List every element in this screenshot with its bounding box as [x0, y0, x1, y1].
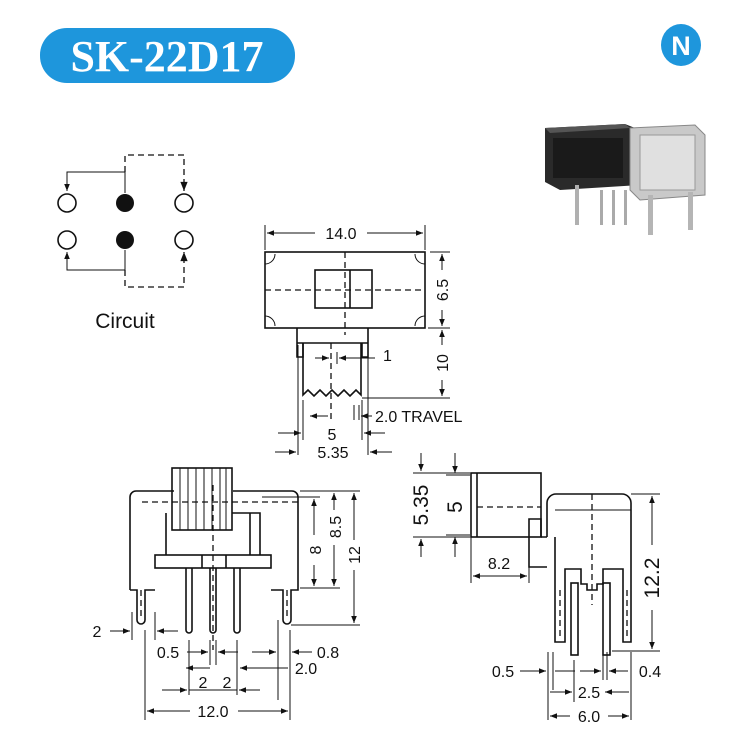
dim-knob-inner: 5: [444, 501, 467, 513]
dim-pin-offset: 2: [93, 624, 102, 641]
dim-lug-width: 0.8: [317, 645, 339, 662]
dim-travel: 2.0 TRAVEL: [375, 409, 463, 426]
dim-h3: 12: [347, 546, 364, 564]
dim-stem: 10: [435, 354, 452, 372]
dim-slot: 1: [383, 348, 392, 365]
dim-height: 12.2: [641, 558, 664, 599]
dim-lug-width: 0.4: [639, 664, 661, 681]
product-photo: [545, 124, 706, 235]
dim-outer: 5.35: [317, 445, 348, 462]
dim-pin-width: 0.5: [492, 664, 514, 681]
dim-width: 6.0: [578, 709, 600, 726]
dim-inner: 5: [328, 427, 337, 444]
dim-pitch-b: 2: [223, 675, 232, 692]
dim-pin-width: 0.5: [157, 645, 179, 662]
side-view-drawing: 5.35 5 8.2 12.2 0.5 0.4 2.5 6.0: [410, 453, 664, 726]
top-view-drawing: 14.0 6.5 10 1 2.0 TRAVEL 5 5.35: [264, 225, 463, 462]
dim-depth: 8.2: [488, 556, 510, 573]
model-title: SK-22D17: [70, 32, 263, 81]
brand-logo: N: [661, 24, 701, 66]
circuit-diagram: Circuit: [57, 154, 194, 333]
brand-logo-letter: N: [671, 31, 691, 61]
dim-width: 14.0: [325, 226, 356, 243]
dim-pitch-a: 2: [199, 675, 208, 692]
dim-knob-outer: 5.35: [410, 485, 433, 526]
dim-height: 6.5: [435, 279, 452, 301]
front-view-drawing: 8 8.5 12 2 0.5 0.8 2.0 2 2 12.0: [93, 467, 364, 721]
model-title-badge: SK-22D17: [40, 28, 295, 83]
circuit-label: Circuit: [95, 310, 155, 333]
dim-width: 12.0: [197, 704, 228, 721]
dim-lug-gap: 2.0: [295, 661, 317, 678]
dim-h2: 8.5: [328, 516, 345, 538]
dim-h1: 8: [308, 545, 325, 554]
dim-pitch: 2.5: [578, 685, 600, 702]
